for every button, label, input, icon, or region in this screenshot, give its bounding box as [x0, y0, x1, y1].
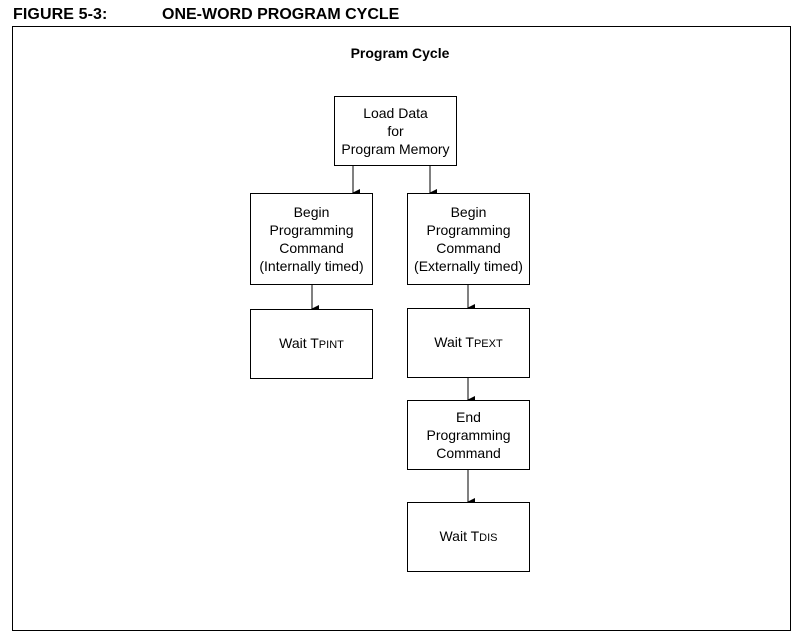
wait-tpext-label: Wait TPEXT	[434, 333, 502, 353]
figure-frame	[12, 26, 791, 631]
diagram-title: Program Cycle	[350, 45, 450, 61]
load-data-line-1: Load Data	[363, 105, 428, 121]
wait-tdis-box: Wait TDIS	[407, 502, 530, 572]
wait-tpint-prefix: Wait T	[279, 335, 319, 351]
begin-internal-line-4: (Internally timed)	[259, 258, 364, 274]
begin-external-line-2: Programming	[426, 222, 511, 238]
load-data-line-2: for	[387, 123, 404, 139]
figure-label: FIGURE 5-3:	[13, 6, 108, 23]
end-line-1: End	[456, 409, 481, 425]
begin-programming-external-box: Begin Programming Command (Externally ti…	[407, 193, 530, 285]
end-programming-box: End Programming Command	[407, 400, 530, 470]
begin-external-line-4: (Externally timed)	[414, 258, 523, 274]
begin-external-line-3: Command	[436, 240, 501, 256]
wait-tpint-label: Wait TPINT	[279, 334, 344, 354]
figure-title: ONE-WORD PROGRAM CYCLE	[162, 6, 400, 23]
wait-tpext-sub: PEXT	[473, 338, 503, 350]
begin-external-line-1: Begin	[450, 204, 487, 220]
wait-tdis-sub: DIS	[479, 532, 498, 544]
begin-programming-internal-box: Begin Programming Command (Internally ti…	[250, 193, 373, 285]
wait-tpint-sub: PINT	[318, 339, 344, 351]
wait-tpint-box: Wait TPINT	[250, 309, 373, 379]
begin-internal-line-1: Begin	[293, 204, 330, 220]
wait-tpext-prefix: Wait T	[434, 334, 474, 350]
begin-internal-line-2: Programming	[269, 222, 354, 238]
wait-tdis-label: Wait TDIS	[439, 527, 497, 547]
load-data-box: Load Data for Program Memory	[334, 96, 457, 166]
wait-tpext-box: Wait TPEXT	[407, 308, 530, 378]
load-data-line-3: Program Memory	[341, 141, 450, 157]
end-line-2: Programming	[426, 427, 511, 443]
begin-internal-line-3: Command	[279, 240, 344, 256]
wait-tdis-prefix: Wait T	[439, 528, 480, 544]
end-line-3: Command	[436, 445, 501, 461]
